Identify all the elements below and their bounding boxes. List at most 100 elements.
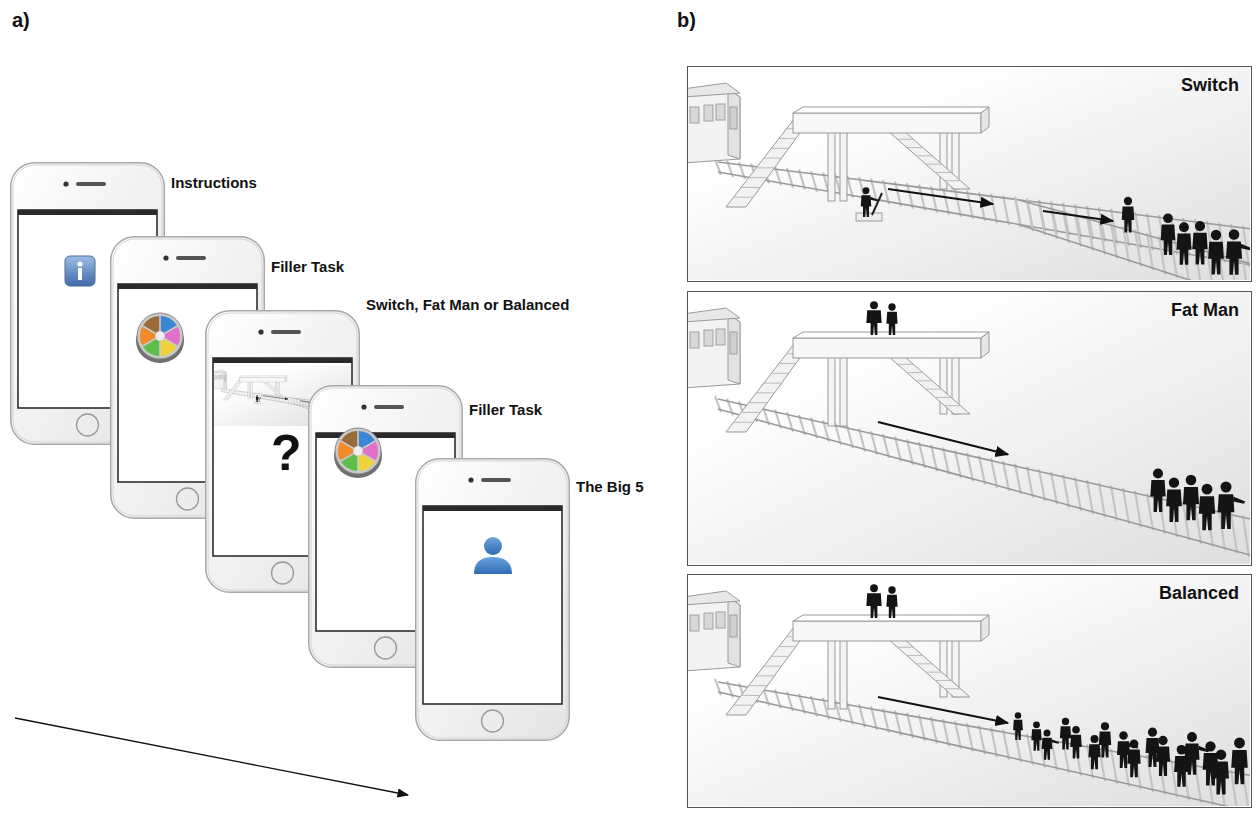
drawing-line <box>756 167 774 168</box>
drawing-g <box>1122 197 1135 233</box>
drawing-circle <box>870 584 878 592</box>
drawing-g <box>213 370 227 389</box>
panel-letter: a) <box>12 8 30 32</box>
drawing-line <box>1123 488 1129 524</box>
drawing-line <box>945 405 961 406</box>
drawing-g <box>688 308 740 388</box>
trolley-illustration <box>688 575 1250 806</box>
drawing-rect <box>65 256 95 286</box>
drawing-line <box>1015 464 1021 495</box>
drawing-rect <box>423 506 562 704</box>
drawing-path <box>1013 720 1023 740</box>
drawing-g <box>1174 745 1189 787</box>
drawing-rect <box>688 575 1250 806</box>
phone-screen: The Big 5 <box>415 458 570 741</box>
drawing-line <box>916 380 932 381</box>
drawing-circle <box>888 303 895 310</box>
drawing-rect <box>840 639 847 709</box>
drawing-path <box>1166 489 1182 522</box>
drawing-circle <box>361 404 366 409</box>
drawing-path <box>793 107 989 113</box>
drawing-circle <box>1158 736 1167 745</box>
drawing-path <box>224 371 227 388</box>
drawing-path <box>728 597 740 667</box>
drawing-rect <box>78 268 82 280</box>
drawing-line <box>779 363 796 364</box>
drawing-circle <box>863 187 870 194</box>
drawing-g <box>688 83 740 163</box>
panel-title: Balanced <box>1159 583 1239 605</box>
drawing-path <box>239 376 287 377</box>
drawing-line <box>872 193 882 215</box>
drawing-path <box>1208 242 1224 275</box>
drawing-g <box>688 591 740 671</box>
drawing-line <box>935 172 951 173</box>
drawing-g <box>1099 722 1111 757</box>
drawing-path <box>213 371 227 389</box>
drawing-path <box>1233 497 1245 504</box>
drawing-line <box>916 663 932 664</box>
drawing-circle <box>163 255 168 260</box>
drawing-rect <box>716 612 725 628</box>
drawing-line <box>236 383 240 384</box>
drawing-circle <box>137 313 183 359</box>
drawing-g <box>886 303 897 335</box>
drawing-circle <box>1148 728 1157 737</box>
drawing-path <box>341 431 357 448</box>
drawing-circle <box>1072 726 1080 734</box>
drawing-rect <box>248 382 250 399</box>
drawing-path <box>888 356 970 414</box>
drawing-line <box>225 397 230 398</box>
drawing-line <box>1087 480 1093 514</box>
drawing-path <box>1213 762 1229 795</box>
drawing-line <box>935 680 951 681</box>
drawing-g <box>1013 712 1023 740</box>
drawing-rect <box>239 377 285 382</box>
drawing-path <box>981 332 989 358</box>
drawing-path <box>718 692 1250 806</box>
drawing-rect <box>828 356 835 426</box>
drawing-rect <box>214 376 216 380</box>
step-label: Instructions <box>171 174 257 192</box>
drawing-circle <box>1043 730 1050 737</box>
drawing-g <box>1231 738 1248 785</box>
drawing-circle <box>272 562 294 584</box>
drawing-line <box>285 396 286 403</box>
drawing-line <box>764 383 782 384</box>
drawing-path <box>1150 480 1165 512</box>
drawing-path <box>718 399 1250 525</box>
drawing-line <box>878 422 1008 455</box>
drawing-line <box>741 187 760 188</box>
drawing-rect <box>690 615 699 631</box>
drawing-line <box>232 388 236 389</box>
drawing-line <box>945 688 961 689</box>
drawing-path <box>1156 747 1170 776</box>
drawing-rect <box>688 292 1250 564</box>
drawing-line <box>1099 220 1105 255</box>
drawing-line <box>1043 211 1113 221</box>
drawing-line <box>979 192 985 221</box>
drawing-rect <box>481 478 511 482</box>
drawing-line <box>741 695 760 696</box>
drawing-path <box>1070 735 1082 759</box>
drawing-g <box>1156 736 1170 776</box>
drawing-path <box>886 595 897 618</box>
drawing-rect <box>251 382 253 399</box>
drawing-line <box>764 158 782 159</box>
drawing-line <box>1147 493 1153 530</box>
drawing-line <box>734 422 754 423</box>
drawing-g <box>1150 468 1165 512</box>
drawing-g <box>223 376 287 400</box>
drawing-rect <box>423 506 562 511</box>
drawing-circle <box>1195 221 1205 231</box>
drawing-line <box>907 147 923 148</box>
drawing-path <box>1161 225 1176 255</box>
drawing-circle <box>482 710 504 732</box>
drawing-path <box>981 107 989 133</box>
drawing-circle <box>1187 732 1197 742</box>
drawing-line <box>1099 483 1105 518</box>
drawing-path <box>866 310 881 335</box>
drawing-path <box>1099 732 1111 758</box>
drawing-g <box>1070 726 1082 759</box>
